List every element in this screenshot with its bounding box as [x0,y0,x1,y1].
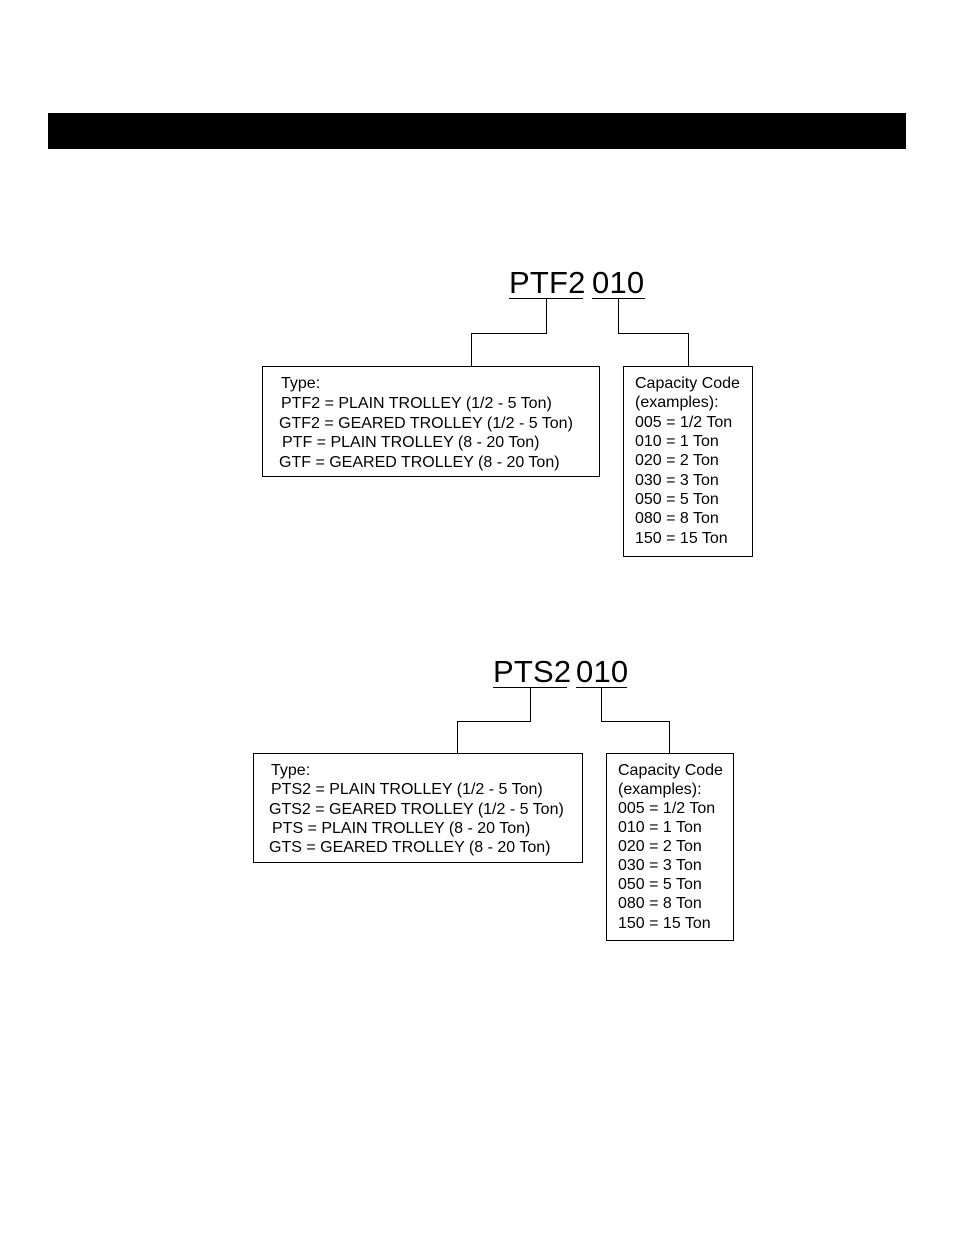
capacity-box: Capacity Code (examples): 005 = 1/2 Ton … [606,753,734,941]
type-box-line: PTS2 = PLAIN TROLLEY (1/2 - 5 Ton) [271,781,543,798]
capacity-box-line: 005 = 1/2 Ton [635,414,733,431]
type-box-line: GTS = GEARED TROLLEY (8 - 20 Ton) [269,839,551,856]
type-box-line: GTS2 = GEARED TROLLEY (1/2 - 5 Ton) [269,801,564,818]
type-box-line: PTF2 = PLAIN TROLLEY (1/2 - 5 Ton) [281,395,552,412]
capacity-box-line: 050 = 5 Ton [618,876,702,893]
type-box: Type: PTS2 = PLAIN TROLLEY (1/2 - 5 Ton)… [253,753,583,863]
capacity-box-line: 150 = 15 Ton [618,915,711,932]
capacity-box-line: Capacity Code [618,762,723,779]
type-box: Type: PTF2 = PLAIN TROLLEY (1/2 - 5 Ton)… [262,366,600,477]
code-segment-type: PTF2 [509,265,586,300]
capacity-box-line: 050 = 5 Ton [635,491,719,508]
capacity-box-line: Capacity Code [635,375,740,392]
capacity-box-line: 010 = 1 Ton [618,819,702,836]
type-box-line: Type: [281,375,321,392]
capacity-box-line: 030 = 3 Ton [635,472,719,489]
type-box-line: GTF = GEARED TROLLEY (8 - 20 Ton) [279,454,560,471]
type-box-line: PTS = PLAIN TROLLEY (8 - 20 Ton) [272,820,531,837]
capacity-box-line: 030 = 3 Ton [618,857,702,874]
capacity-box-line: 080 = 8 Ton [618,895,702,912]
code-segment-type: PTS2 [493,654,572,689]
capacity-box-line: 020 = 2 Ton [635,452,719,469]
capacity-box-line: 010 = 1 Ton [635,433,719,450]
capacity-box: Capacity Code (examples): 005 = 1/2 Ton … [623,366,753,557]
capacity-box-line: 020 = 2 Ton [618,838,702,855]
capacity-box-line: (examples): [635,394,719,411]
capacity-box-line: 150 = 15 Ton [635,530,728,547]
capacity-box-line: 005 = 1/2 Ton [618,800,716,817]
capacity-box-line: (examples): [618,781,702,798]
capacity-box-line: 080 = 8 Ton [635,510,719,527]
type-box-line: GTF2 = GEARED TROLLEY (1/2 - 5 Ton) [279,415,573,432]
code-segment-capacity: 010 [576,654,629,689]
type-box-line: PTF = PLAIN TROLLEY (8 - 20 Ton) [282,434,540,451]
type-box-line: Type: [271,762,311,779]
code-segment-capacity: 010 [592,265,645,300]
header-bar [48,113,906,149]
